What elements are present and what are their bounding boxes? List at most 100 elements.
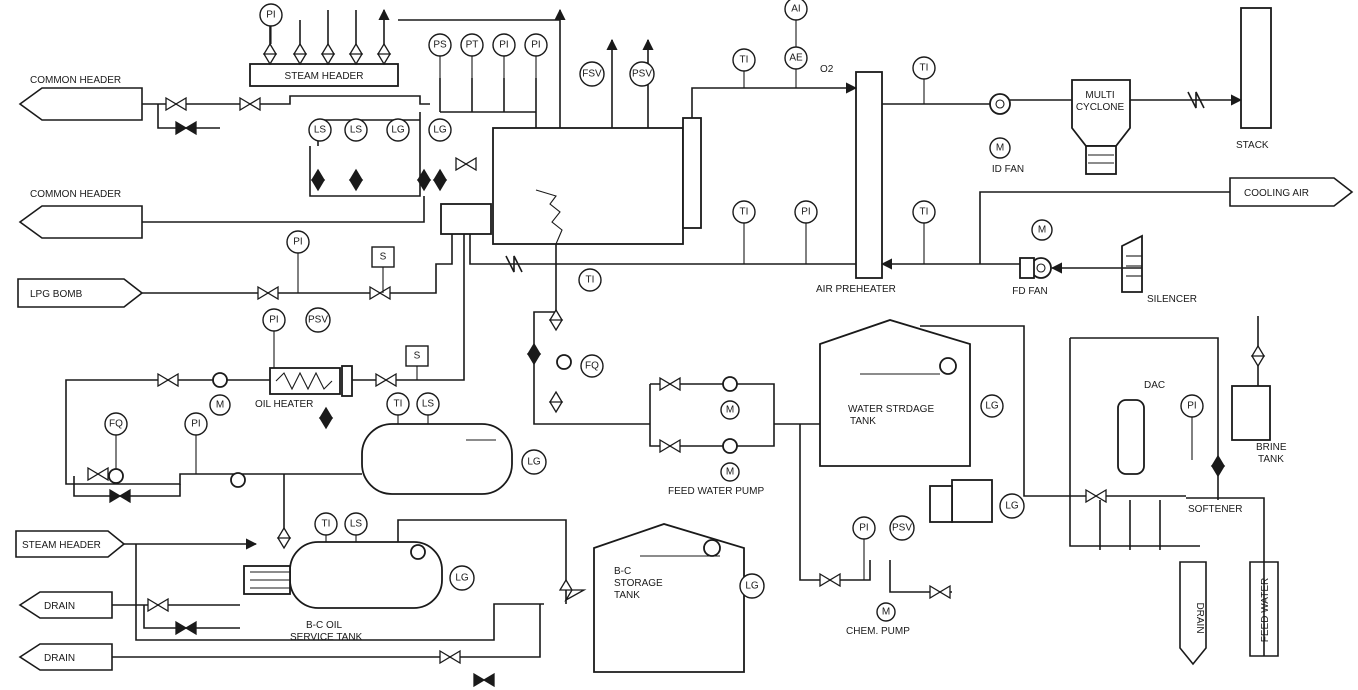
check-valve-feed [505,255,523,273]
closed-valve [473,672,495,688]
boiler-fsv-bubble: FSV [579,61,605,87]
flue-ti-text: TI [740,55,749,66]
boiler-shell [492,127,684,245]
offpage-common-header-top: COMMON HEADER [18,75,143,121]
pi-oil-line-text: PI [191,419,200,430]
oil-tank-ti-text: TI [394,399,403,410]
oil-transfer-pump [212,372,228,388]
boiler-pi-2-text: PI [531,40,540,51]
ai-top-bubble: AI [784,0,808,21]
fd-fan-label: FD FAN [1012,286,1048,297]
oil-tank-ls-text: LS [422,399,435,410]
bc-lg-text: LG [455,573,469,584]
fw-flowmeter-body [556,354,572,370]
chem-lg-bubble: LG [999,493,1025,519]
fd-motor-text: M [1038,225,1046,236]
multi-cyclone-label-1: MULTI [1085,90,1114,101]
gate-valve [548,308,564,332]
fq-oil-text: FQ [109,419,123,430]
ls-1-text: LS [314,125,327,136]
fw-pump-m2-text: M [726,467,734,478]
ti-air-1-bubble: TI [732,200,756,224]
wst-lg-bubble: LG [980,394,1004,418]
common-header-mid-label: COMMON HEADER [30,189,121,200]
offpage-drain-2: DRAIN [18,643,113,671]
bc-oil-service-tank-label-2: SERVICE TANK [290,632,363,643]
water-storage-tank-label-2: TANK [850,416,876,427]
closed-valve [1210,454,1226,478]
ti-fw-text: TI [586,275,595,286]
oil-s-text: S [414,351,421,362]
bcs-lg-bubble: LG [739,573,765,599]
gate-valve [376,42,392,66]
steam-header-label: STEAM HEADER [285,71,364,82]
softener-label: SOFTENER [1188,504,1242,515]
offpage-cooling-air: COOLING AIR [1229,177,1354,207]
bc-ti-text: TI [322,519,331,530]
oil-pi-bubble: PI [262,308,286,332]
pi-air-text: PI [801,207,810,218]
ti-after-aph-text: TI [920,63,929,74]
gate-valve [320,42,336,66]
chem-m-text: M [882,607,890,618]
gate-valve [819,572,841,588]
steam-header-in-label: STEAM HEADER [22,540,101,551]
lg-2-text: LG [433,125,447,136]
boiler-pt-text: PT [466,40,479,51]
id-motor-text: M [996,143,1004,154]
fd-motor-bubble: M [1031,219,1053,241]
lpg-bomb-label: LPG BOMB [30,289,83,300]
lpg-s-text: S [380,252,387,263]
gate-valve [659,376,681,392]
feed-water-label: FEED WATER [1260,578,1271,642]
feed-water-pump-2 [722,438,738,454]
chem-psv-bubble: PSV [889,515,915,541]
o2-label: O2 [820,64,834,75]
ls-2-bubble: LS [344,118,368,142]
impulse-lines [115,20,1193,580]
ls-1-bubble: LS [308,118,332,142]
stack-label: STACK [1236,140,1269,151]
boiler-fsv-text: FSV [582,69,602,80]
brine-tank-label-1: BRINE [1256,442,1287,453]
oil-pump [230,472,246,488]
chem-psv-text: PSV [892,523,912,534]
feed-water-pump-1 [722,376,738,392]
gate-valve [165,96,187,112]
chem-pump-label: CHEM. PUMP [846,626,910,637]
ti-fw-bubble: TI [578,268,602,292]
fq-oil-bubble: FQ [104,412,128,436]
brine-tank-vessel [1231,385,1271,441]
fq-fw-text: FQ [585,361,599,372]
steam-pi-top-bubble: PI [259,3,283,27]
bc-lg-bubble: LG [449,565,475,591]
lpg-pi-text: PI [293,237,302,248]
closed-valve [175,120,197,136]
bc-storage-tank-vessel [593,523,745,673]
fw-pump-m2-bubble: M [720,462,740,482]
bc-ls-bubble: LS [344,512,368,536]
offpage-drain-right: DRAIN [1179,561,1207,666]
oil-tank-ls-bubble: LS [416,392,440,416]
boiler-psv-bubble: PSV [629,61,655,87]
soft-pi-bubble: PI [1180,394,1204,418]
gate-valve [147,597,169,613]
oil-pump-m-text: M [216,400,224,411]
gate-valve [257,285,279,301]
air-preheater-vessel [855,71,883,279]
boiler-psv-text: PSV [632,69,652,80]
air-preheater-label: AIR PREHEATER [816,284,896,295]
silencer-label: SILENCER [1147,294,1197,305]
oil-flowmeter-body [108,468,124,484]
closed-valve [416,168,432,192]
boiler-ps-text: PS [433,40,447,51]
ti-air-1-text: TI [740,207,749,218]
water-storage-tank-label-1: WATER STRDAGE [848,404,934,415]
boiler-smoke-box [682,117,702,229]
closed-valve [432,168,448,192]
oil-storage-tank [361,423,513,495]
gate-valve [375,372,397,388]
gate-valve [292,42,308,66]
closed-valve [318,406,334,430]
chemical-tank-vessel [951,479,993,523]
